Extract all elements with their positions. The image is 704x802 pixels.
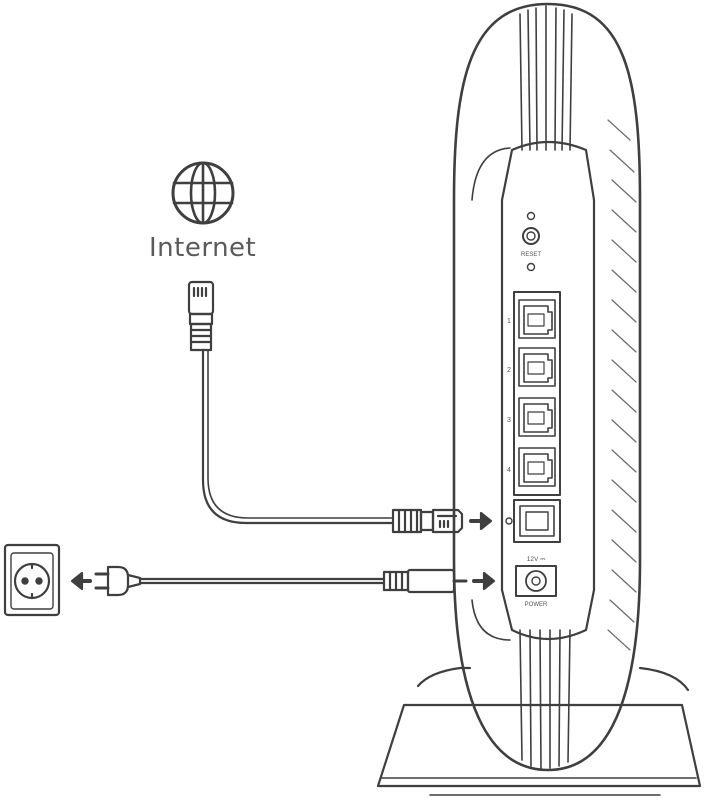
router-body <box>452 2 642 772</box>
lan-ports <box>513 291 561 496</box>
ethernet-plug-internet-icon <box>187 280 215 352</box>
wall-outlet-icon <box>3 543 61 617</box>
power-plug-icon <box>94 565 142 597</box>
lan-port-number-4: 4 <box>507 467 511 474</box>
power-cable <box>138 577 386 585</box>
router-back-panel <box>471 140 596 641</box>
lan-port-number-3: 3 <box>507 417 511 424</box>
lan-port-2 <box>518 347 556 387</box>
lan-port-number-2: 2 <box>507 367 511 374</box>
lan-port-1 <box>518 299 556 339</box>
router-stand <box>376 666 702 796</box>
arrow-to-wan-icon <box>469 511 493 531</box>
wan-port <box>505 499 561 543</box>
reset-button <box>522 211 540 272</box>
power-label: POWER <box>525 602 548 608</box>
reset-label: RESET <box>521 252 541 258</box>
power-port <box>515 565 557 597</box>
lan-port-number-1: 1 <box>507 318 511 325</box>
power-spec-label: 12V ⎓ <box>527 556 546 563</box>
arrow-to-outlet-icon <box>70 571 92 591</box>
arrow-to-power-icon <box>472 571 496 591</box>
ethernet-plug-wan-icon <box>391 508 464 534</box>
globe-icon <box>171 161 235 225</box>
lan-port-3 <box>518 397 556 437</box>
ethernet-cable <box>201 348 395 525</box>
lan-port-4 <box>518 447 556 487</box>
internet-label: Internet <box>149 233 257 263</box>
